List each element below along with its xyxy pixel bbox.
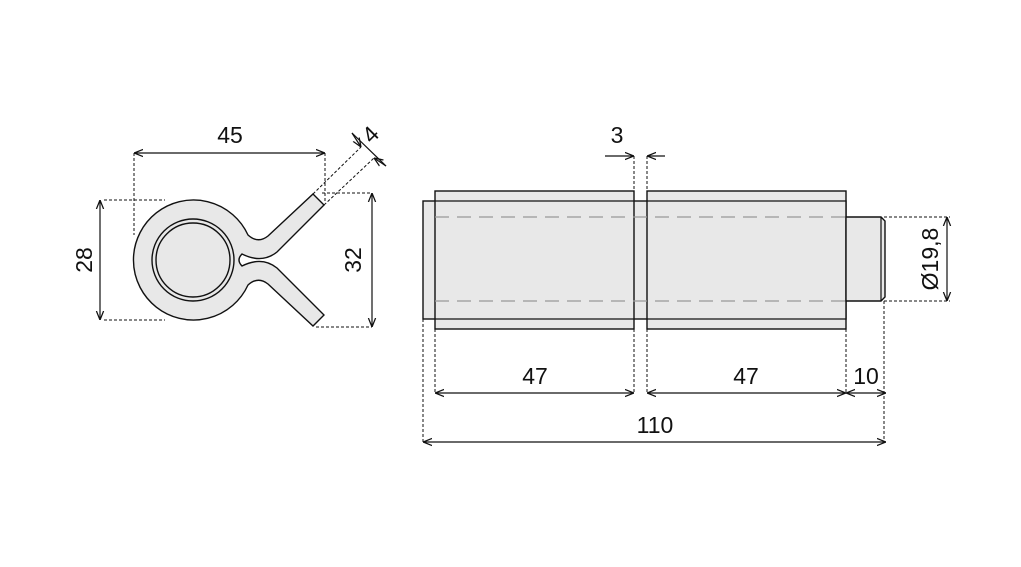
dimension-3: 3 <box>611 122 624 148</box>
dimension-diameter: Ø19,8 <box>917 228 943 291</box>
dimension-32: 32 <box>340 247 366 273</box>
dimension-45: 45 <box>217 122 243 148</box>
dimension-110: 110 <box>637 412 674 438</box>
sleeve-right <box>646 190 847 330</box>
tube-inner-circle <box>155 222 231 298</box>
dimension-4: 4 <box>357 120 385 148</box>
dimension-28: 28 <box>71 247 97 273</box>
dimension-10: 10 <box>853 363 879 389</box>
side-view: 3 47 47 10 110 Ø19,8 <box>422 122 950 442</box>
hidden-lines <box>435 216 846 302</box>
pin-end <box>845 216 886 302</box>
dimension-47-left: 47 <box>522 363 548 389</box>
sleeve-left <box>434 190 635 330</box>
dimension-47-right: 47 <box>733 363 759 389</box>
clip-front-view: 45 28 32 4 <box>71 120 387 328</box>
